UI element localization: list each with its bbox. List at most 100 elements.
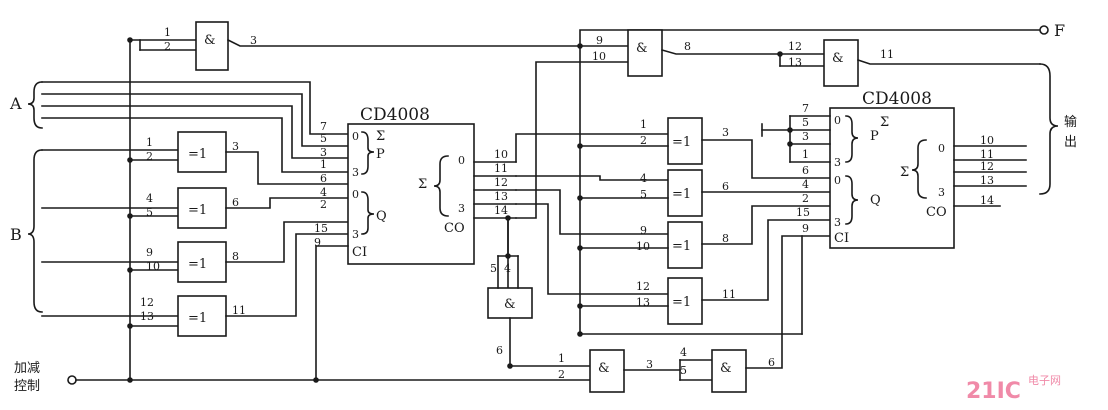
svg-text:0: 0 [938, 142, 945, 155]
svg-text:&: & [504, 297, 516, 312]
svg-text:8: 8 [722, 232, 729, 245]
svg-text:1: 1 [146, 136, 153, 149]
svg-text:6: 6 [722, 180, 729, 193]
output-group: 输 出 [1039, 63, 1077, 195]
svg-text:CO: CO [926, 205, 947, 220]
f-terminal [1039, 25, 1049, 35]
svg-text:2: 2 [146, 150, 153, 163]
svg-text:Σ: Σ [880, 115, 889, 130]
svg-text:6: 6 [496, 344, 503, 357]
svg-text:4: 4 [320, 186, 327, 199]
svg-text:5: 5 [320, 132, 327, 145]
svg-text:1: 1 [640, 118, 647, 131]
svg-text:10: 10 [146, 260, 160, 273]
svg-text:CI: CI [352, 245, 367, 260]
svg-text:2: 2 [640, 134, 647, 147]
svg-text:P: P [870, 129, 879, 144]
svg-text:10: 10 [494, 148, 508, 161]
xor-gate-3: =1 910 8 [146, 221, 349, 283]
svg-text:10: 10 [636, 240, 650, 253]
svg-text:13: 13 [788, 56, 802, 69]
svg-text:6: 6 [320, 172, 327, 185]
svg-text:5: 5 [680, 364, 687, 377]
svg-text:12: 12 [140, 296, 154, 309]
output-label-1: 输 [1064, 114, 1077, 130]
svg-text:0: 0 [352, 188, 359, 201]
svg-text:7: 7 [802, 102, 809, 115]
svg-text:2: 2 [802, 192, 809, 205]
svg-text:5: 5 [640, 188, 647, 201]
xor-gate-1: =1 12 3 [146, 131, 349, 185]
label-b: B [10, 225, 22, 244]
svg-text:=1: =1 [672, 239, 691, 254]
xor-gate-r2: =1 45 6 [577, 169, 831, 217]
svg-text:&: & [636, 41, 648, 56]
svg-text:3: 3 [232, 140, 239, 153]
svg-text:CO: CO [444, 221, 465, 236]
svg-text:12: 12 [980, 160, 994, 173]
input-b-group: B [10, 149, 43, 313]
xor-gate-r1: =1 1 2 3 [577, 117, 831, 179]
svg-text:0: 0 [352, 130, 359, 143]
svg-text:Q: Q [376, 209, 387, 224]
svg-text:12: 12 [494, 176, 508, 189]
output-label-2: 出 [1064, 135, 1077, 150]
svg-text:Σ: Σ [418, 177, 427, 192]
svg-text:3: 3 [722, 126, 729, 139]
input-a-group: A [9, 81, 43, 129]
svg-text:CI: CI [834, 231, 849, 246]
svg-text:Σ: Σ [900, 165, 909, 180]
label-a: A [9, 94, 22, 113]
a-input-wires [41, 81, 349, 173]
svg-text:12: 12 [788, 40, 802, 53]
svg-text:=1: =1 [672, 135, 691, 150]
watermark-logo: 21IC 电子网 [966, 374, 1061, 404]
and-gate-top-left: & 12 3 [164, 21, 1041, 335]
control-terminal [67, 375, 77, 385]
and-gate-bottom-1: & 12 3 [558, 349, 713, 393]
svg-text:0: 0 [834, 174, 841, 187]
svg-text:3: 3 [458, 202, 465, 215]
svg-text:4: 4 [504, 262, 511, 275]
svg-text:&: & [598, 361, 610, 376]
and-gate-top-right: & 12 13 11 [788, 39, 1041, 87]
svg-text:13: 13 [636, 296, 650, 309]
svg-text:3: 3 [646, 358, 653, 371]
svg-text:&: & [720, 361, 732, 376]
control-label-1: 加减 [14, 361, 40, 376]
and-gate-bottom-2: & 45 6 [680, 235, 831, 393]
svg-text:12: 12 [636, 280, 650, 293]
xor-gate-r4: =1 12 13 11 [577, 219, 831, 337]
svg-text:9: 9 [802, 222, 809, 235]
chip-1-name: CD4008 [360, 105, 430, 125]
svg-text:=1: =1 [188, 311, 207, 326]
svg-text:3: 3 [352, 166, 359, 179]
svg-text:11: 11 [494, 162, 508, 175]
svg-text:3: 3 [250, 34, 257, 47]
svg-text:11: 11 [980, 148, 994, 161]
svg-text:7: 7 [320, 120, 327, 133]
svg-text:3: 3 [352, 228, 359, 241]
svg-text:8: 8 [232, 250, 239, 263]
svg-text:4: 4 [146, 192, 153, 205]
output-f: F [1039, 21, 1065, 40]
svg-text:=1: =1 [672, 295, 691, 310]
svg-text:11: 11 [232, 304, 246, 317]
svg-text:2: 2 [558, 368, 565, 381]
svg-text:=1: =1 [188, 147, 207, 162]
svg-text:11: 11 [722, 288, 736, 301]
control-input: 加减 控制 [14, 361, 591, 394]
svg-text:&: & [832, 51, 844, 66]
svg-text:11: 11 [880, 48, 894, 61]
chip1-to-xor-wires [505, 61, 669, 295]
svg-text:1: 1 [802, 148, 809, 161]
svg-text:=1: =1 [188, 257, 207, 272]
svg-text:3: 3 [834, 156, 841, 169]
svg-text:4: 4 [802, 178, 809, 191]
svg-text:13: 13 [140, 310, 154, 323]
svg-text:15: 15 [796, 206, 810, 219]
